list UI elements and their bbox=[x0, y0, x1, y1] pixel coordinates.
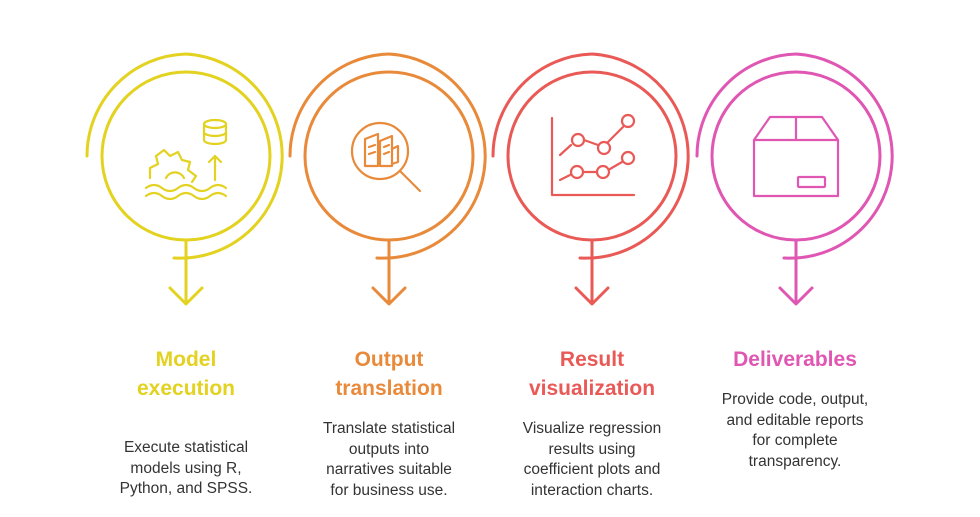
step-1-arrow-down-icon bbox=[168, 286, 204, 306]
step-4-text: Deliverables Provide code, output, and e… bbox=[697, 345, 893, 472]
step-2-title-line-1: Output bbox=[354, 348, 424, 371]
step-4-description: Provide code, output, and editable repor… bbox=[697, 390, 893, 472]
step-2-description-line: narratives suitable bbox=[326, 461, 452, 478]
step-2-graphic bbox=[288, 52, 487, 306]
line-chart-icon bbox=[550, 113, 636, 197]
step-4-arrow-down-icon bbox=[778, 286, 814, 306]
step-3-description-line: Visualize regression bbox=[522, 420, 662, 437]
step-1-description: Execute statistical models using R, Pyth… bbox=[88, 438, 284, 500]
step-1-description-line: Execute statistical bbox=[123, 439, 249, 456]
book-magnifier-icon bbox=[350, 121, 422, 193]
step-3-description-line: coefficient plots and bbox=[523, 461, 661, 478]
step-3-inner-circle bbox=[506, 70, 678, 242]
step-3-description-line: results using bbox=[548, 440, 636, 458]
step-2-description: Translate statistical outputs into narra… bbox=[291, 419, 487, 501]
step-1-outer-ring bbox=[85, 52, 284, 260]
step-1-title-line-1: Model bbox=[155, 348, 217, 371]
step-4-outer-ring bbox=[695, 52, 894, 260]
step-4-inner-circle bbox=[710, 70, 882, 242]
step-2-description-line: for business use. bbox=[330, 481, 448, 499]
step-4-description-line: transparency. bbox=[748, 452, 842, 470]
step-3-title-line-1: Result bbox=[559, 348, 625, 371]
step-1-graphic bbox=[85, 52, 284, 306]
step-3-outer-ring bbox=[491, 52, 690, 260]
step-1-text: Model execution Execute statistical mode… bbox=[88, 345, 284, 500]
step-1-title: Model execution bbox=[88, 345, 284, 403]
step-1-title-line-2: execution bbox=[136, 377, 236, 400]
step-4-description-line: and editable reports bbox=[726, 411, 864, 429]
step-1-description-line: models using R, bbox=[130, 459, 242, 477]
step-3-description-line: interaction charts. bbox=[530, 481, 654, 499]
step-1-inner-circle bbox=[100, 70, 272, 242]
step-2-title-line-2: translation bbox=[335, 377, 443, 400]
step-2-text: Output translation Translate statistical… bbox=[291, 345, 487, 501]
step-4-graphic bbox=[695, 52, 894, 306]
step-2-outer-ring bbox=[288, 52, 487, 260]
step-3-graphic bbox=[491, 52, 690, 306]
step-2-title: Output translation bbox=[291, 345, 487, 403]
step-4-title-line-1: Deliverables bbox=[733, 348, 857, 371]
gear-water-database-icon bbox=[144, 118, 228, 201]
box-icon bbox=[752, 115, 840, 198]
step-2-description-line: outputs into bbox=[348, 440, 430, 458]
step-1-description-line: Python, and SPSS. bbox=[119, 480, 253, 497]
step-3-description: Visualize regression results using coeff… bbox=[494, 419, 690, 501]
step-4-title: Deliverables bbox=[697, 345, 893, 374]
step-4-description-line: for complete bbox=[752, 432, 838, 449]
step-2-arrow-down-icon bbox=[371, 286, 407, 306]
step-3-arrow-down-icon bbox=[574, 286, 610, 306]
step-2-description-line: Translate statistical bbox=[322, 420, 456, 437]
step-3-text: Result visualization Visualize regressio… bbox=[494, 345, 690, 501]
step-4-description-line: Provide code, output, bbox=[721, 391, 869, 408]
step-3-title: Result visualization bbox=[494, 345, 690, 403]
step-3-title-line-2: visualization bbox=[528, 377, 656, 400]
step-2-inner-circle bbox=[303, 70, 475, 242]
